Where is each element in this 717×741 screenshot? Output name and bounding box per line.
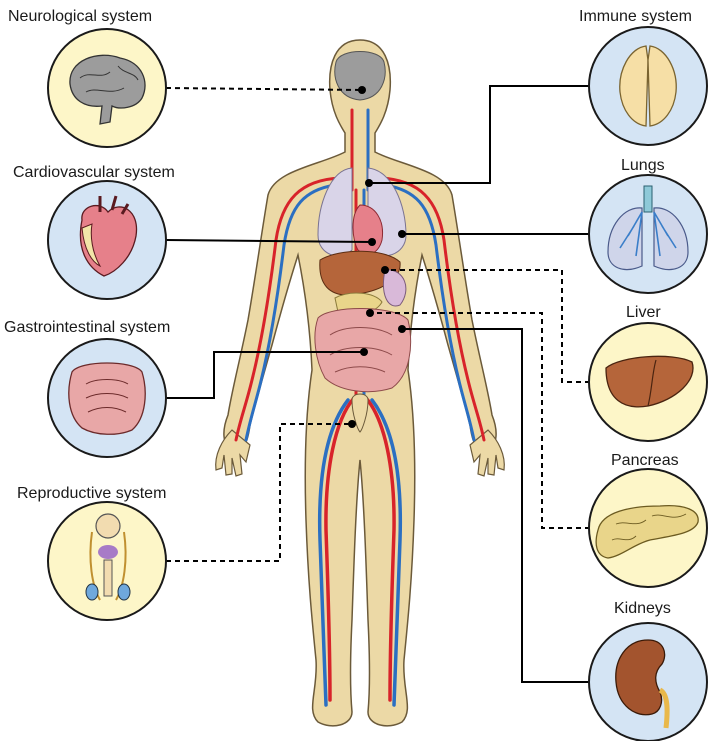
reproductive-dot: [348, 420, 356, 428]
label-pancreas: Pancreas: [611, 453, 679, 469]
label-gastrointestinal: Gastrointestinal system: [4, 320, 170, 336]
gastrointestinal-circle: [48, 339, 166, 457]
label-cardiovascular: Cardiovascular system: [13, 165, 175, 181]
label-lungs: Lungs: [621, 158, 665, 174]
label-liver: Liver: [626, 305, 661, 321]
kidneys-circle: [589, 623, 707, 741]
reproductive-circle: [48, 502, 166, 620]
neurological-circle: [48, 29, 166, 147]
intestine-icon: [69, 363, 145, 434]
label-kidneys: Kidneys: [614, 601, 671, 617]
cardiovascular-circle: [48, 181, 166, 299]
label-neurological: Neurological system: [8, 9, 152, 25]
immune-circle: [589, 27, 707, 145]
liver-circle: [589, 323, 707, 441]
lungs-circle: [589, 175, 707, 293]
label-reproductive: Reproductive system: [17, 486, 166, 502]
pancreas-circle: [589, 469, 707, 587]
label-immune: Immune system: [579, 9, 692, 25]
